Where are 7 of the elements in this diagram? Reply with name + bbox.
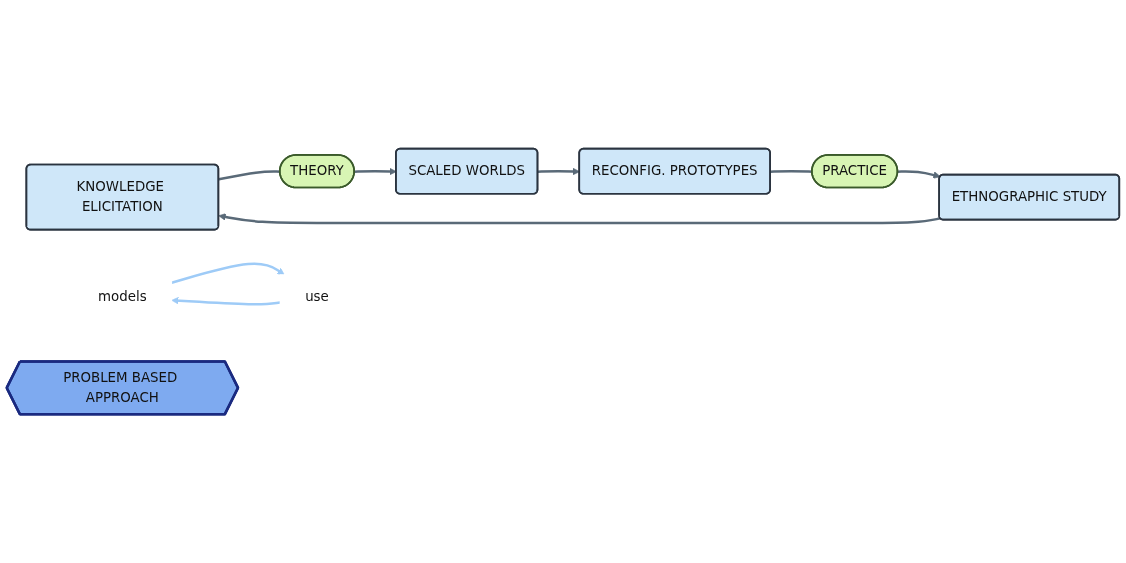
arrow [897, 170, 941, 179]
node-text: models [98, 289, 147, 305]
arrow [218, 213, 941, 225]
arrow [171, 262, 285, 285]
arrow [171, 297, 281, 306]
node-text: use [305, 289, 329, 305]
arrow [537, 167, 580, 176]
